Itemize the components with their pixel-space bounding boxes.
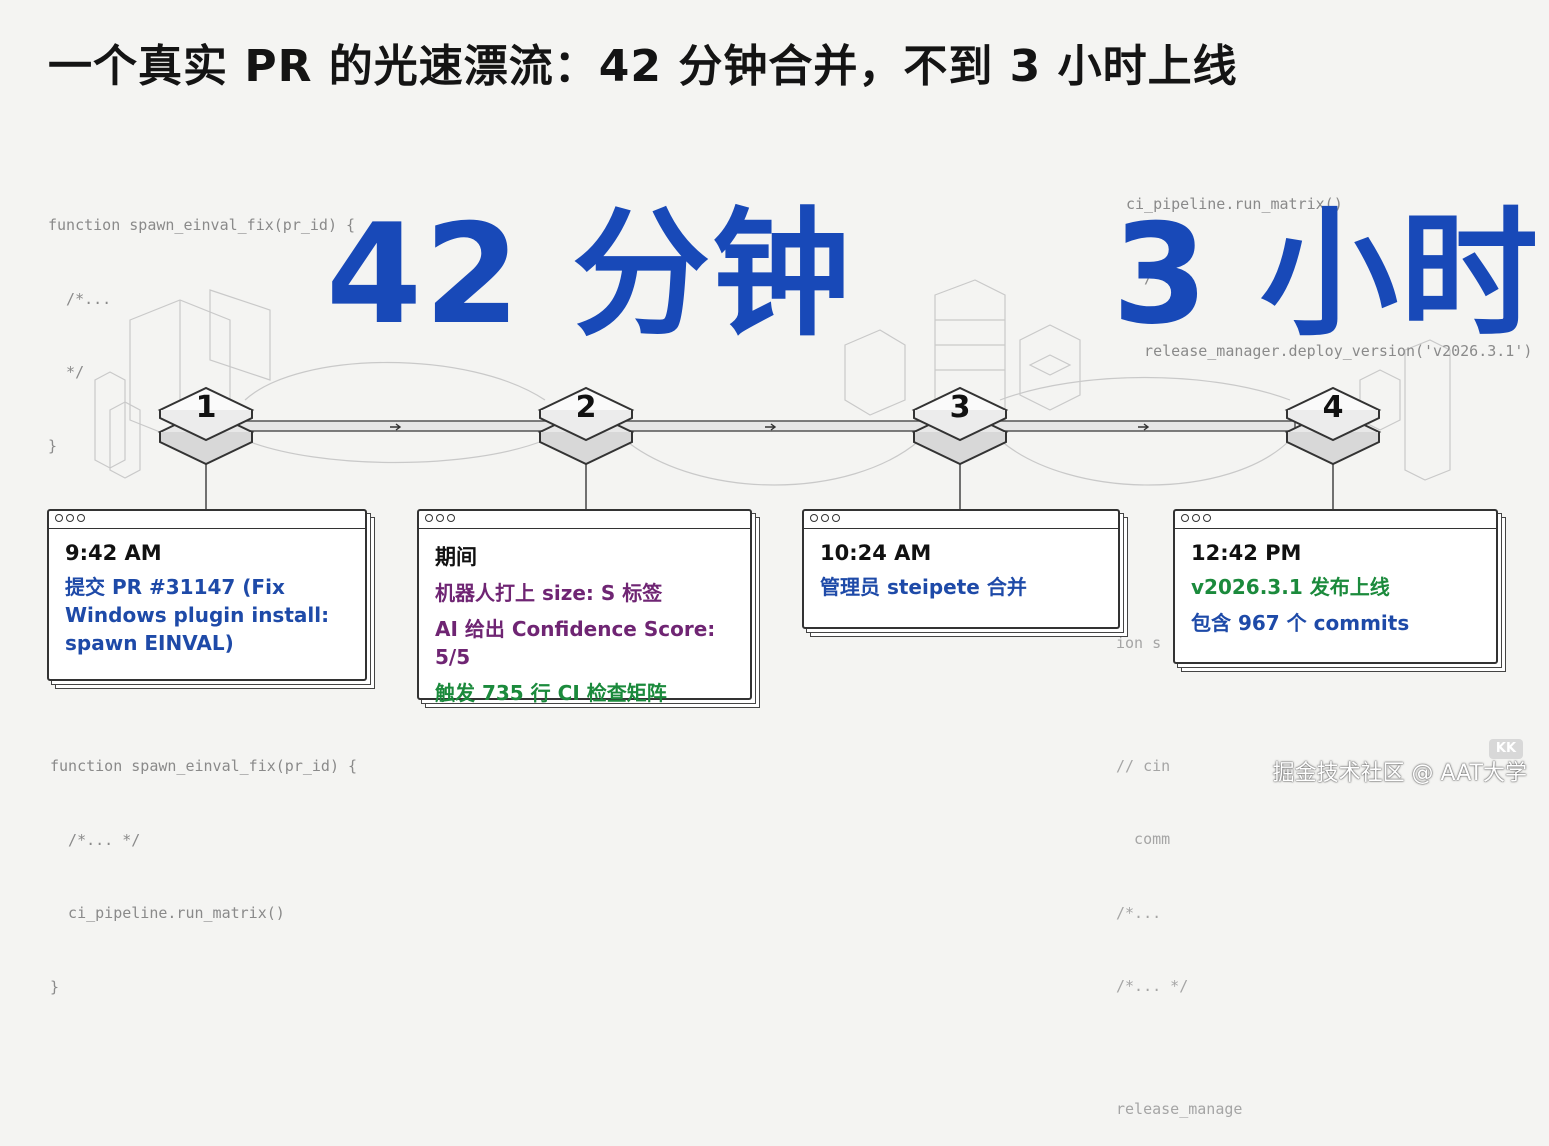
- code-line: release_manager.deploy_version('v2026.3.…: [1126, 342, 1533, 360]
- event-detail: 管理员 steipete 合并: [820, 575, 1027, 599]
- event-detail: AI 给出 Confidence Score: 5/5: [435, 617, 716, 669]
- code-line: ion s: [1116, 634, 1162, 652]
- code-line: /*...: [1126, 268, 1190, 287]
- window-dots-icon: [55, 514, 85, 522]
- code-line: ci_pipeline.run_matrix(): [1126, 195, 1343, 213]
- window-dots-icon: [810, 514, 840, 522]
- code-line: release_manage: [1116, 1099, 1243, 1118]
- code-line: /*... */: [50, 830, 141, 849]
- event-time: 期间: [435, 545, 477, 569]
- page-title: 一个真实 PR 的光速漂流：42 分钟合并，不到 3 小时上线: [48, 41, 1238, 92]
- event-card-meanwhile: 期间 机器人打上 size: S 标签 AI 给出 Confidence Sco…: [417, 509, 760, 708]
- code-line: /*... */: [1116, 977, 1189, 995]
- code-line: /*...: [1116, 903, 1162, 922]
- timeline-node-2: 2: [575, 390, 597, 425]
- code-line: */: [48, 363, 85, 381]
- event-card-release: 12:42 PM v2026.3.1 发布上线 包含 967 个 commits: [1173, 509, 1506, 672]
- window-dots-icon: [425, 514, 455, 522]
- event-card-submit: 9:42 AM 提交 PR #31147 (Fix Windows plugin…: [47, 509, 375, 689]
- timeline-node-1: 1: [195, 390, 217, 425]
- code-line: /*...: [48, 289, 112, 308]
- code-line: }: [48, 436, 58, 455]
- event-time: 12:42 PM: [1191, 541, 1302, 565]
- timeline-node-4: 4: [1322, 390, 1344, 425]
- event-detail: 包含 967 个 commits: [1191, 611, 1410, 635]
- code-snippet-top-left: function spawn_einval_fix(pr_id) { /*...…: [48, 164, 355, 483]
- timeline-node-3: 3: [949, 390, 971, 425]
- watermark: 掘金技术社区 @ AAT大学: [1272, 761, 1527, 786]
- event-time: 10:24 AM: [820, 541, 932, 565]
- timeline-illustration: [94, 279, 1451, 510]
- code-line: function spawn_einval_fix(pr_id) {: [48, 216, 356, 234]
- code-line: comm: [1116, 830, 1171, 848]
- window-dots-icon: [1181, 514, 1211, 522]
- event-card-merge: 10:24 AM 管理员 steipete 合并: [802, 509, 1128, 637]
- event-detail: 提交 PR #31147 (Fix Windows plugin install…: [65, 575, 330, 655]
- event-detail: 触发 735 行 CI 检查矩阵: [435, 681, 667, 705]
- code-line: // cin: [1116, 756, 1171, 775]
- code-snippet-bottom-left: function spawn_einval_fix(pr_id) { /*...…: [50, 705, 357, 1024]
- code-snippet-top-right: ci_pipeline.run_matrix() /*... release_m…: [1126, 143, 1532, 388]
- juejin-logo-icon: KK: [1489, 739, 1523, 759]
- event-detail: 机器人打上 size: S 标签: [435, 581, 663, 605]
- event-detail: v2026.3.1 发布上线: [1191, 575, 1390, 599]
- code-line: function spawn_einval_fix(pr_id) {: [50, 757, 358, 775]
- headline-42-minutes: 42 分钟: [326, 194, 853, 355]
- code-line: }: [50, 977, 60, 996]
- event-time: 9:42 AM: [65, 541, 162, 565]
- headline-3-hours: 3 小时: [1112, 194, 1541, 355]
- code-line: ci_pipeline.run_matrix(): [50, 904, 285, 922]
